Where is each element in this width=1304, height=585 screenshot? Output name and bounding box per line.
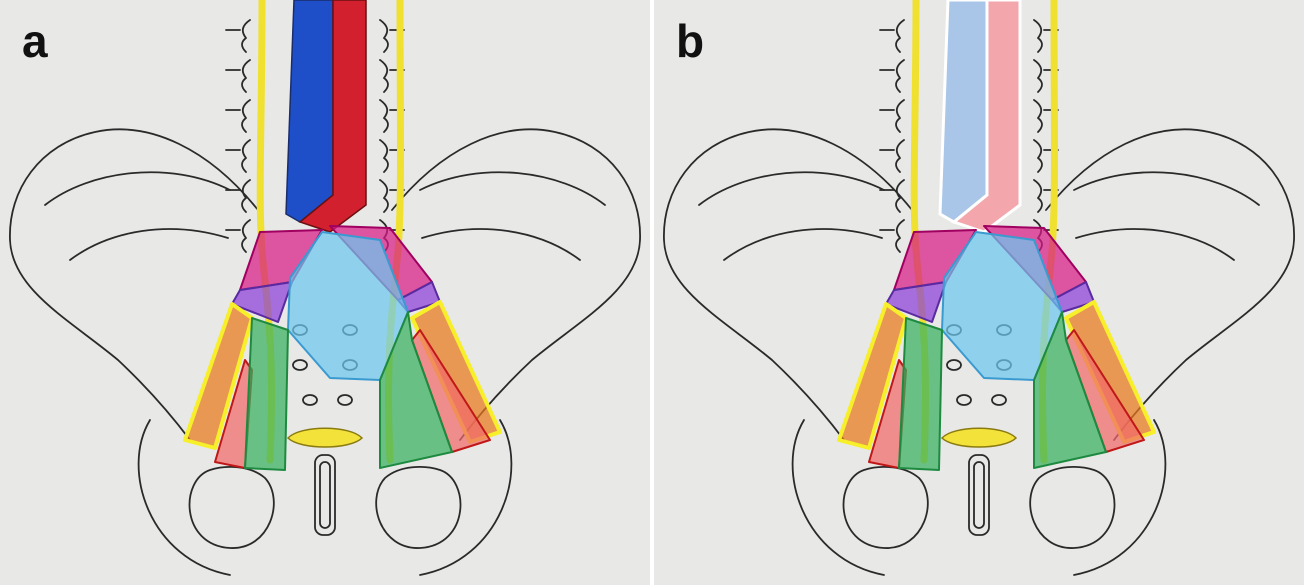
pubic-symphysis-inner [974,462,984,528]
sacral-foramen [338,395,352,405]
panel-label: a [22,18,48,64]
right-iliac-fossa-line [422,229,580,260]
panel-label: b [676,18,704,64]
left-obturator-foramen [844,467,928,548]
left-iliac-crest-line [699,172,884,205]
pubic-structure [942,428,1016,447]
pubic-symphysis [969,455,989,535]
sacral-foramen [293,360,307,370]
right-iliac-fossa-line [1076,229,1234,260]
sacral-foramen [992,395,1006,405]
left-internal-iliac-region [899,318,942,470]
right-iliac-crest-line [1074,172,1259,205]
left-obturator-foramen [190,467,274,548]
pelvis-illustration [654,0,1304,585]
left-iliac-fossa-line [70,229,228,260]
vena-cava [940,0,987,222]
left-internal-iliac-region [245,318,288,470]
right-obturator-foramen [376,467,460,548]
panel-a: a [0,0,650,585]
sacral-foramen [947,360,961,370]
vena-cava [286,0,333,222]
pelvis-illustration [0,0,650,585]
pubic-symphysis [315,455,335,535]
left-iliac-fossa-line [724,229,882,260]
panel-b: b [654,0,1304,585]
right-obturator-foramen [1030,467,1114,548]
pubic-structure [288,428,362,447]
right-iliac-crest-line [420,172,605,205]
sacral-foramen [303,395,317,405]
pubic-symphysis-inner [320,462,330,528]
left-iliac-crest-line [45,172,230,205]
sacral-foramen [957,395,971,405]
